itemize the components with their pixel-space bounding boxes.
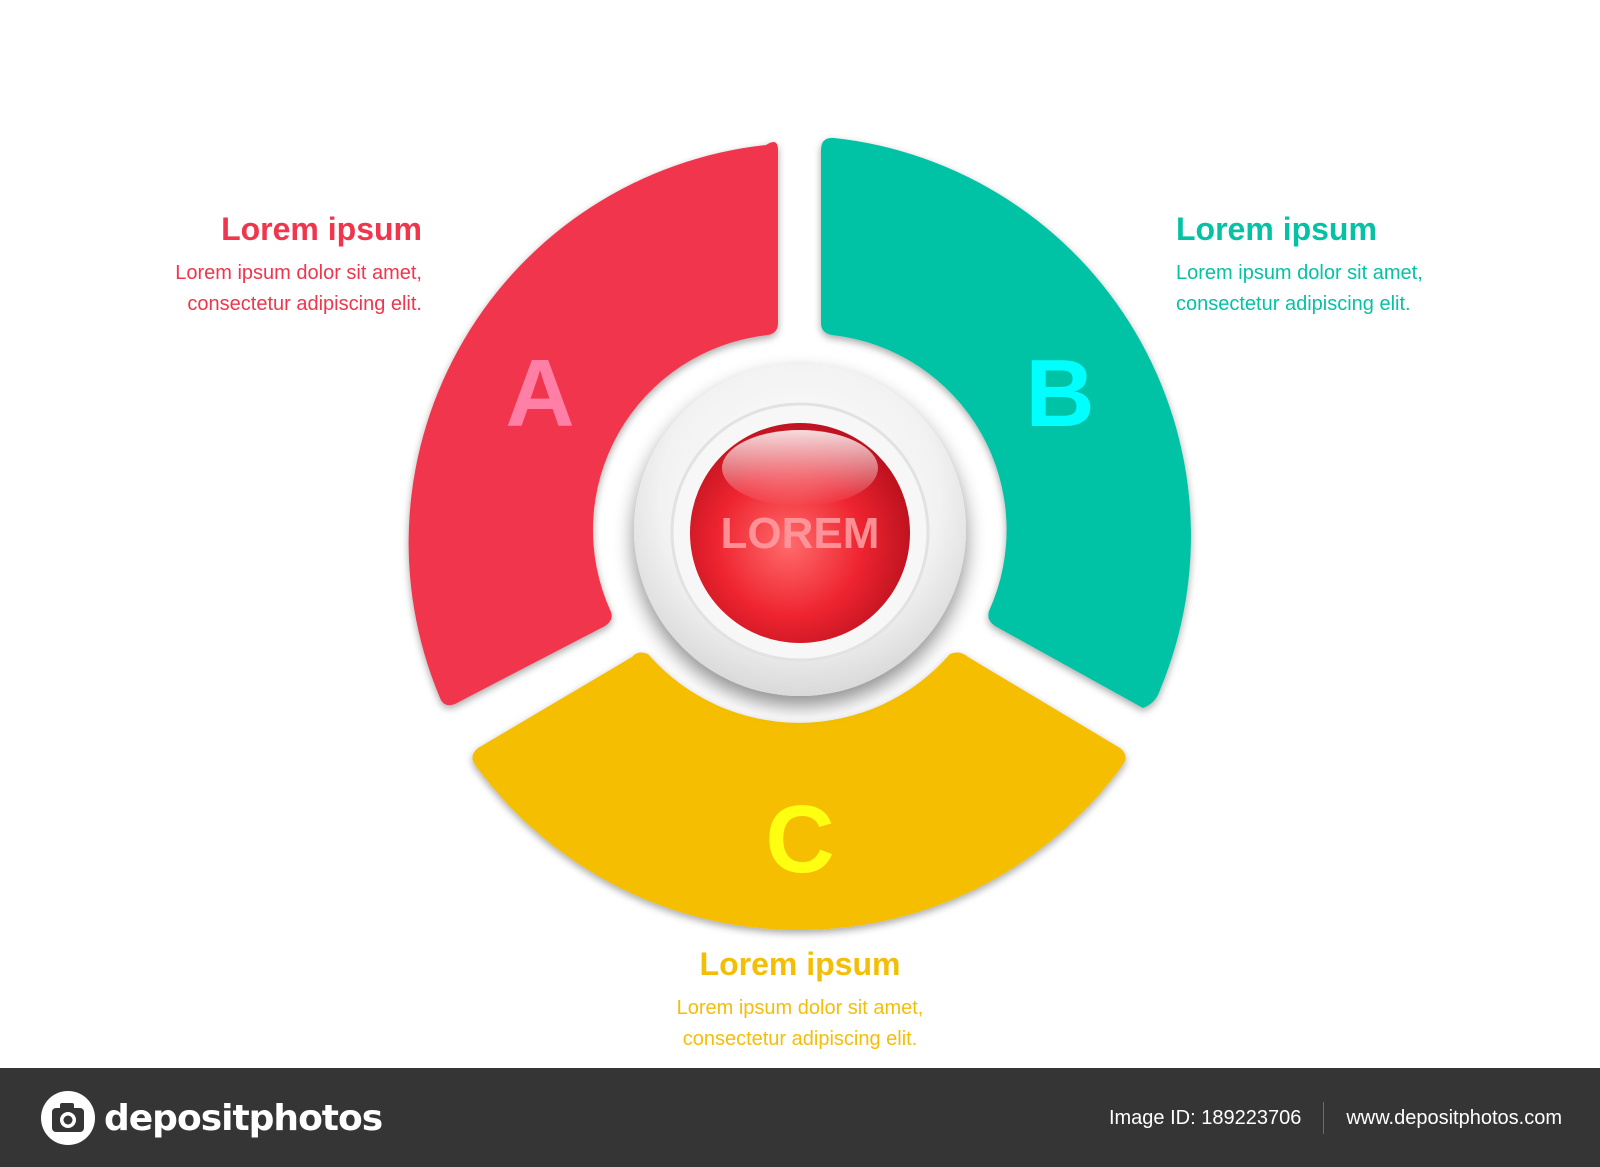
segment-a-title: Lorem ipsum (221, 211, 422, 247)
segment-a-line1: Lorem ipsum dolor sit amet, (175, 262, 422, 285)
logo-wordmark: depositphotos (104, 1097, 383, 1139)
watermark-footer: depositphotos Image ID: 189223706 www.de… (0, 1068, 1600, 1167)
segment-a (408, 141, 778, 706)
segment-a-letter: A (505, 340, 574, 447)
segment-c-line1: Lorem ipsum dolor sit amet, (676, 997, 924, 1020)
segment-c-letter: C (765, 786, 834, 893)
segment-c-line2: consectetur adipiscing elit. (682, 1028, 918, 1051)
footer-meta: Image ID: 189223706 www.depositphotos.co… (1109, 1102, 1562, 1134)
segment-b-title: Lorem ipsum (1176, 211, 1377, 247)
segment-a-caption: Lorem ipsum Lorem ipsum dolor sit amet, … (175, 210, 422, 320)
segment-b-line2: consectetur adipiscing elit. (1176, 293, 1411, 316)
image-id: Image ID: 189223706 (1108, 1106, 1302, 1129)
segment-b (821, 137, 1191, 708)
camera-icon (41, 1091, 95, 1145)
segment-b-line1: Lorem ipsum dolor sit amet, (1176, 262, 1423, 285)
segment-c-title: Lorem ipsum (699, 946, 901, 982)
center-button-gloss (722, 430, 878, 506)
site-url: www.depositphotos.com (1346, 1106, 1562, 1129)
segment-c (472, 652, 1126, 931)
cycle-diagram: A B C LOREM (408, 137, 1191, 931)
footer-divider (1323, 1102, 1325, 1134)
segment-b-caption: Lorem ipsum Lorem ipsum dolor sit amet, … (1176, 210, 1423, 320)
segment-b-letter: B (1025, 340, 1094, 447)
segment-a-line2: consectetur adipiscing elit. (187, 293, 422, 316)
depositphotos-logo: depositphotos (40, 1090, 383, 1146)
center-label: LOREM (721, 509, 880, 558)
segment-c-caption: Lorem ipsum Lorem ipsum dolor sit amet, … (600, 945, 1000, 1055)
